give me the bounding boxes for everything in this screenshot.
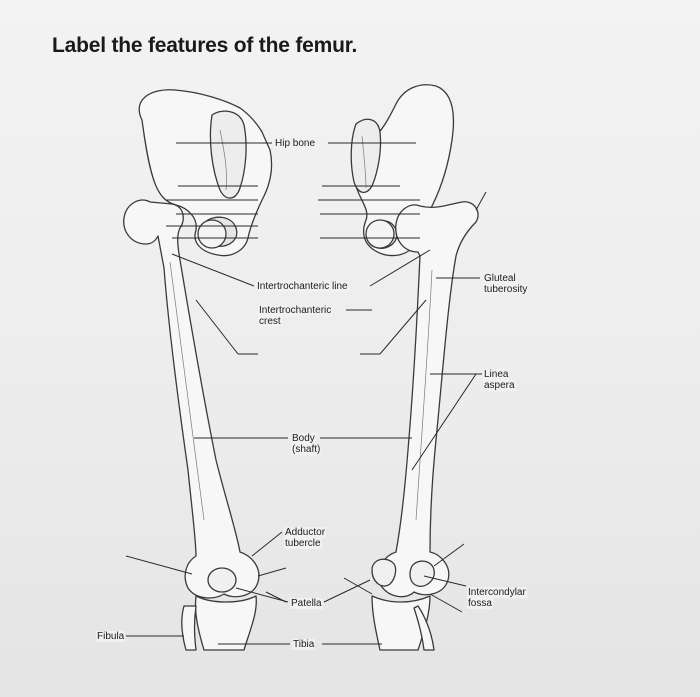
label-body-shaft: Body (shaft) (290, 433, 322, 455)
label-gluteal-tuberosity-line1: Gluteal (483, 273, 517, 284)
label-gluteal-tuberosity-line2: tuberosity (483, 284, 529, 295)
label-intercondylar-fossa-line1: Intercondylar (467, 587, 527, 598)
tibia-left (194, 595, 257, 651)
label-intertrochanteric-crest-line1: Intertrochanteric (258, 305, 333, 316)
condyles-right (371, 558, 435, 587)
label-body-line2: (shaft) (291, 444, 322, 455)
label-fibula: Fibula (96, 631, 126, 642)
label-intercondylar-fossa: Intercondylar fossa (466, 587, 528, 609)
label-hip-bone: Hip bone (274, 138, 317, 149)
label-adductor-tubercle-line1: Adductor (284, 527, 327, 538)
label-intertrochanteric-crest: Intertrochanteric crest (257, 305, 333, 327)
fibula-left (181, 605, 197, 651)
femur-head-left (197, 219, 227, 249)
label-body-line1: Body (291, 433, 316, 444)
label-intercondylar-fossa-line2: fossa (467, 598, 493, 609)
fibula-right (413, 605, 435, 651)
patella-left (207, 567, 237, 593)
label-intertrochanteric-crest-line2: crest (258, 316, 282, 327)
page-title: Label the features of the femur. (52, 34, 358, 57)
label-tibia: Tibia (292, 639, 316, 650)
femur-head-right (365, 219, 395, 249)
label-adductor-tubercle: Adductor tubercle (283, 527, 327, 549)
sacrum-left (209, 110, 247, 199)
label-linea-aspera: Linea aspera (482, 369, 517, 391)
label-linea-aspera-line2: aspera (483, 380, 516, 391)
label-gluteal-tuberosity: Gluteal tuberosity (482, 273, 529, 295)
label-adductor-tubercle-line2: tubercle (284, 538, 322, 549)
label-patella: Patella (290, 598, 323, 609)
femur-right (377, 201, 479, 598)
femur-left (123, 199, 260, 599)
label-linea-aspera-line1: Linea (483, 369, 510, 380)
label-intertrochanteric-line: Intertrochanteric line (256, 281, 349, 292)
